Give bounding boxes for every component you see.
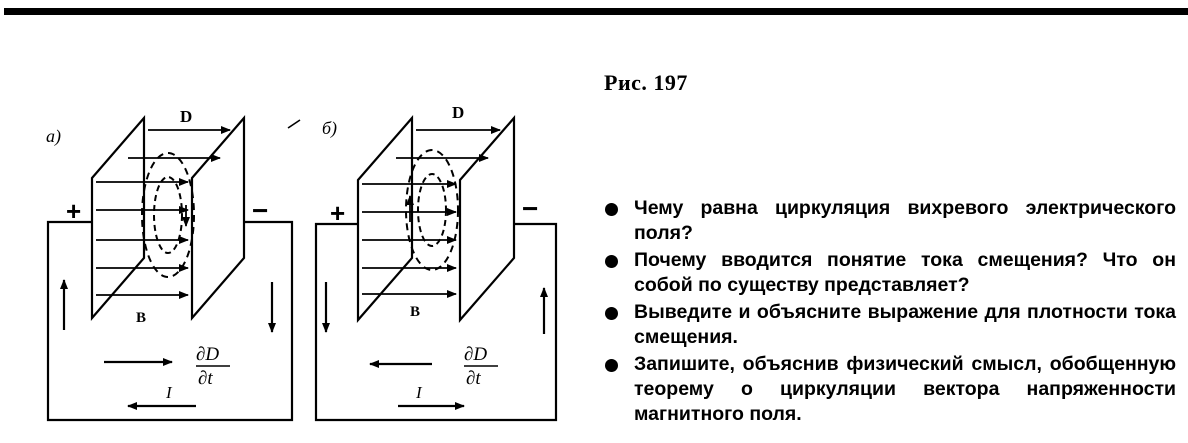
panel-a-b-label: B	[136, 310, 146, 326]
question-item: Выведите и объясните выражение для плотн…	[604, 300, 1176, 350]
panel-a-current-label: I	[165, 383, 173, 402]
figure-caption: Рис. 197	[604, 70, 688, 95]
figure-diagram: а) D B + − ∂D ∂t I	[46, 103, 558, 422]
panel-a-deriv-num: ∂D	[196, 344, 219, 365]
panel-b-b-label: B	[410, 304, 420, 320]
panel-b-label: б)	[322, 118, 337, 139]
panel-a-wire	[46, 220, 294, 422]
question-text: Запишите, объяснив физический смысл, обо…	[634, 353, 1176, 425]
panel-b-field-label: D	[452, 103, 464, 122]
top-rule	[4, 8, 1188, 15]
panel-a-b-loop-outer	[141, 152, 195, 278]
panel-b-minus: −	[522, 193, 538, 224]
question-text: Выведите и объясните выражение для плотн…	[634, 301, 1176, 348]
bullet-icon	[605, 203, 618, 216]
panel-b-left-plate	[356, 115, 414, 323]
panel-b-b-loop-inner	[417, 173, 447, 247]
question-text: Чему равна циркуляция вихревого электрич…	[634, 197, 1176, 244]
panel-b-deriv-den: ∂t	[466, 368, 481, 389]
panel-a-b-loop-inner	[153, 176, 183, 254]
panel-b-deriv-num: ∂D	[464, 344, 487, 365]
bullet-icon	[605, 359, 618, 372]
panel-a: а)	[46, 115, 294, 422]
panel-b-plus: +	[330, 198, 345, 228]
panel-a-minus: −	[252, 195, 268, 226]
panel-a-field-lines	[96, 126, 231, 299]
question-item: Почему вводится понятие тока смещения? Ч…	[604, 248, 1176, 298]
bullet-icon	[605, 255, 618, 268]
panel-a-left-plate	[90, 115, 146, 321]
panel-b-b-loop-outer	[405, 149, 459, 271]
question-item: Запишите, объяснив физический смысл, обо…	[604, 352, 1176, 427]
panel-a-field-label: D	[180, 107, 192, 126]
panel-b-current-label: I	[415, 383, 423, 402]
panel-b-field-lines	[362, 126, 501, 298]
panel-b-wire	[314, 222, 558, 422]
panel-a-label: а)	[46, 126, 61, 147]
panel-a-right-plate	[190, 115, 246, 321]
panel-a-plus: +	[66, 196, 81, 226]
question-list: Чему равна циркуляция вихревого электрич…	[604, 196, 1176, 429]
bullet-icon	[605, 307, 618, 320]
question-text: Почему вводится понятие тока смещения? Ч…	[634, 249, 1176, 296]
panel-b-right-plate	[458, 115, 516, 323]
panel-b: б)	[314, 115, 558, 422]
stray-mark	[287, 119, 301, 129]
question-item: Чему равна циркуляция вихревого электрич…	[604, 196, 1176, 246]
panel-a-deriv-den: ∂t	[198, 368, 213, 389]
